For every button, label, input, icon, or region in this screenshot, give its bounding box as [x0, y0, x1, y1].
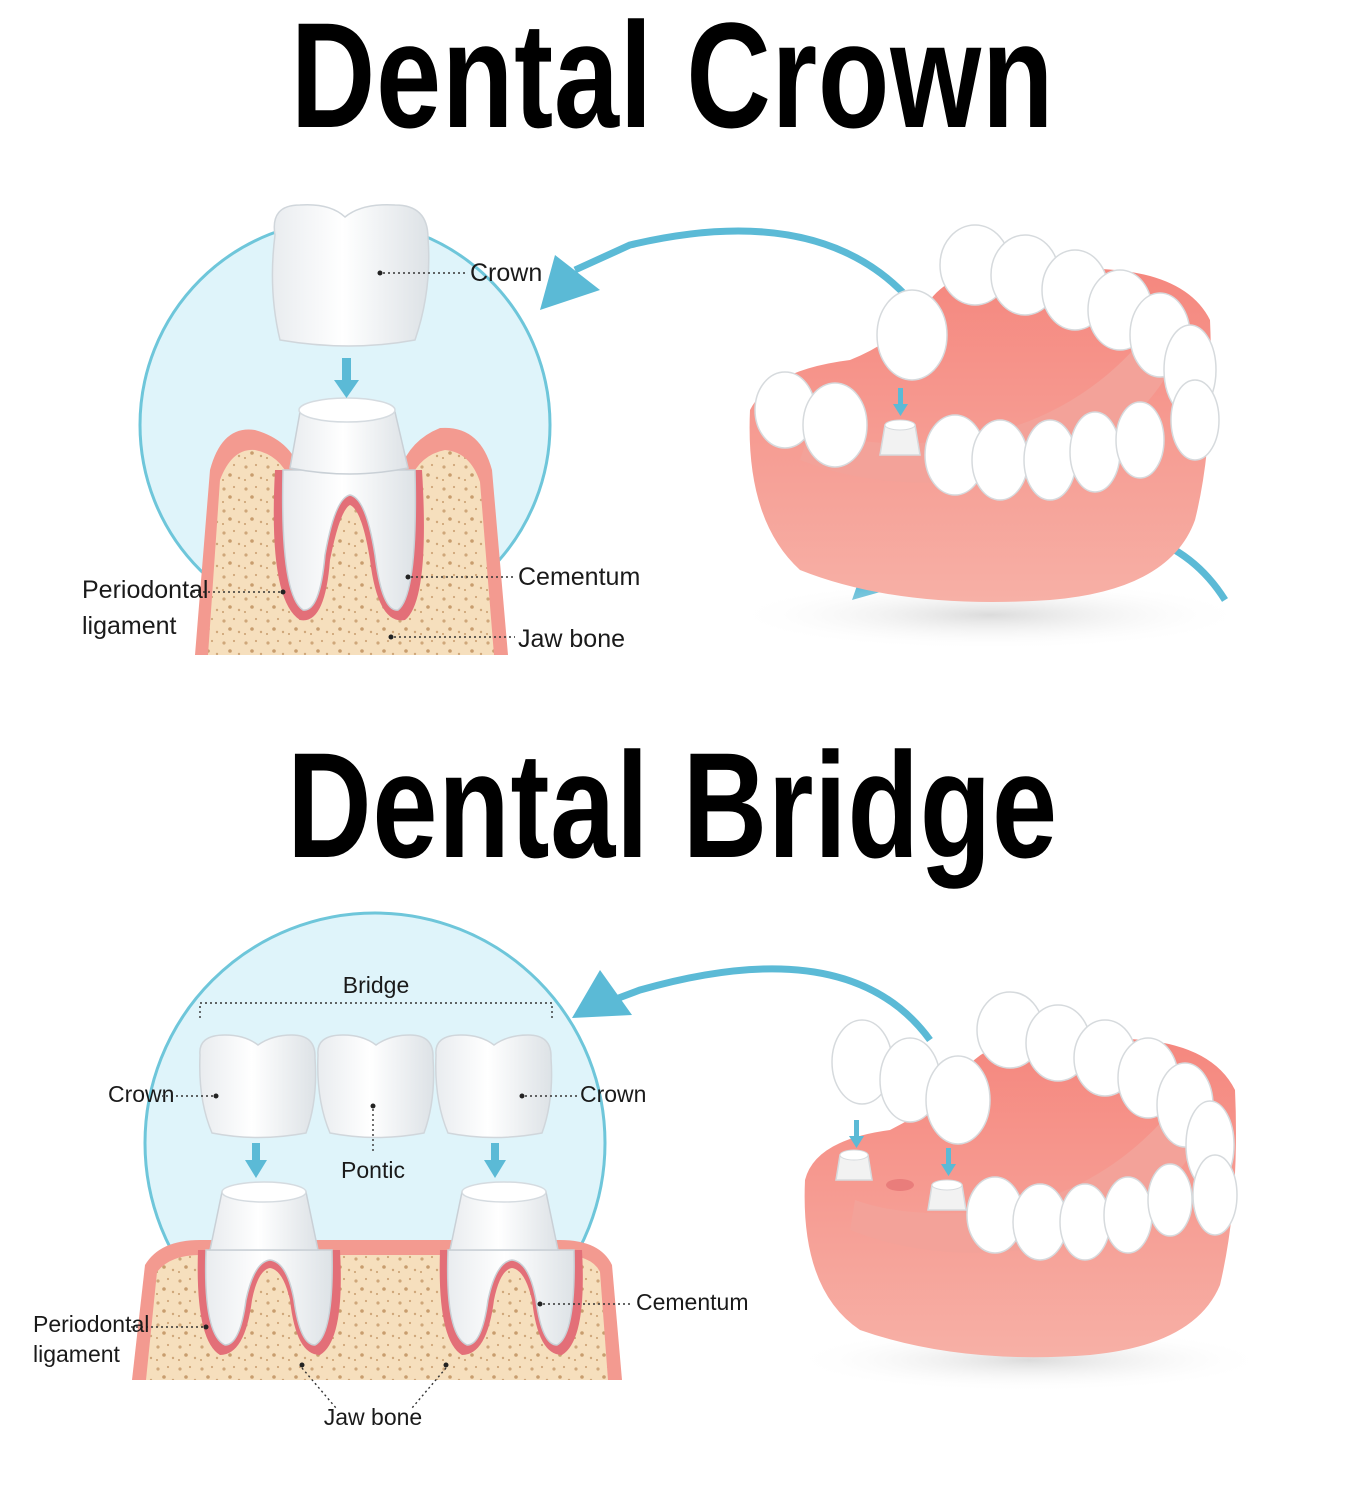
pontic-label: Pontic — [341, 1157, 405, 1183]
bridge-jaw-right-arrow-icon — [941, 1164, 956, 1176]
crown-tooth-root — [281, 469, 417, 611]
crown-jaw-down-arrow-icon — [893, 404, 908, 416]
bridge-diagram: Bridge Crown Crown Pontic Cementum Perio… — [33, 911, 748, 1430]
crown-jaw-cross-section — [195, 397, 508, 655]
periodontal-ligament-label-line2: ligament — [82, 612, 177, 640]
bridge-jaw-model — [790, 991, 1270, 1392]
dental-crown-title: Dental Crown — [290, 0, 1055, 159]
bridge-right-tooth — [446, 1249, 575, 1346]
bridge-left-down-arrow-icon — [245, 1160, 267, 1178]
dental-bridge-title: Dental Bridge — [287, 721, 1058, 889]
crown-down-arrow-icon — [334, 380, 359, 398]
bridge-periodontal-ligament-label-line2: ligament — [33, 1341, 121, 1367]
bridge-jaw-left-arrow-icon — [849, 1136, 864, 1148]
bridge-crown-right — [435, 1034, 553, 1139]
bridge-label: Bridge — [343, 972, 409, 998]
bridge-crown-left — [199, 1034, 317, 1139]
jaw-bone-label: Jaw bone — [518, 625, 625, 653]
crown-jaw-model — [730, 224, 1250, 650]
bridge-jaw-bone-label: Jaw bone — [324, 1404, 422, 1430]
bridge-arrowhead-icon — [572, 970, 632, 1018]
bridge-curved-arrow — [598, 965, 933, 1043]
bridge-periodontal-ligament-label-line1: Periodontal — [33, 1311, 149, 1337]
periodontal-ligament-label-line1: Periodontal — [82, 576, 208, 604]
crown-diagram: Crown Cementum Periodontal ligament Jaw … — [82, 204, 640, 655]
cementum-label: Cementum — [518, 563, 640, 591]
crown-top-curved-arrow — [573, 227, 913, 303]
bridge-pontic — [317, 1034, 435, 1139]
bridge-crown-right-label: Crown — [580, 1081, 646, 1107]
crown-cap — [271, 204, 430, 347]
bridge-crown-left-label: Crown — [108, 1081, 174, 1107]
bridge-left-tooth — [204, 1249, 333, 1346]
crown-abutment — [289, 411, 409, 475]
bridge-right-down-arrow-icon — [484, 1160, 506, 1178]
crown-label: Crown — [470, 259, 542, 287]
bridge-cementum-label: Cementum — [636, 1289, 748, 1315]
crown-top-arrowhead-icon — [540, 255, 600, 310]
